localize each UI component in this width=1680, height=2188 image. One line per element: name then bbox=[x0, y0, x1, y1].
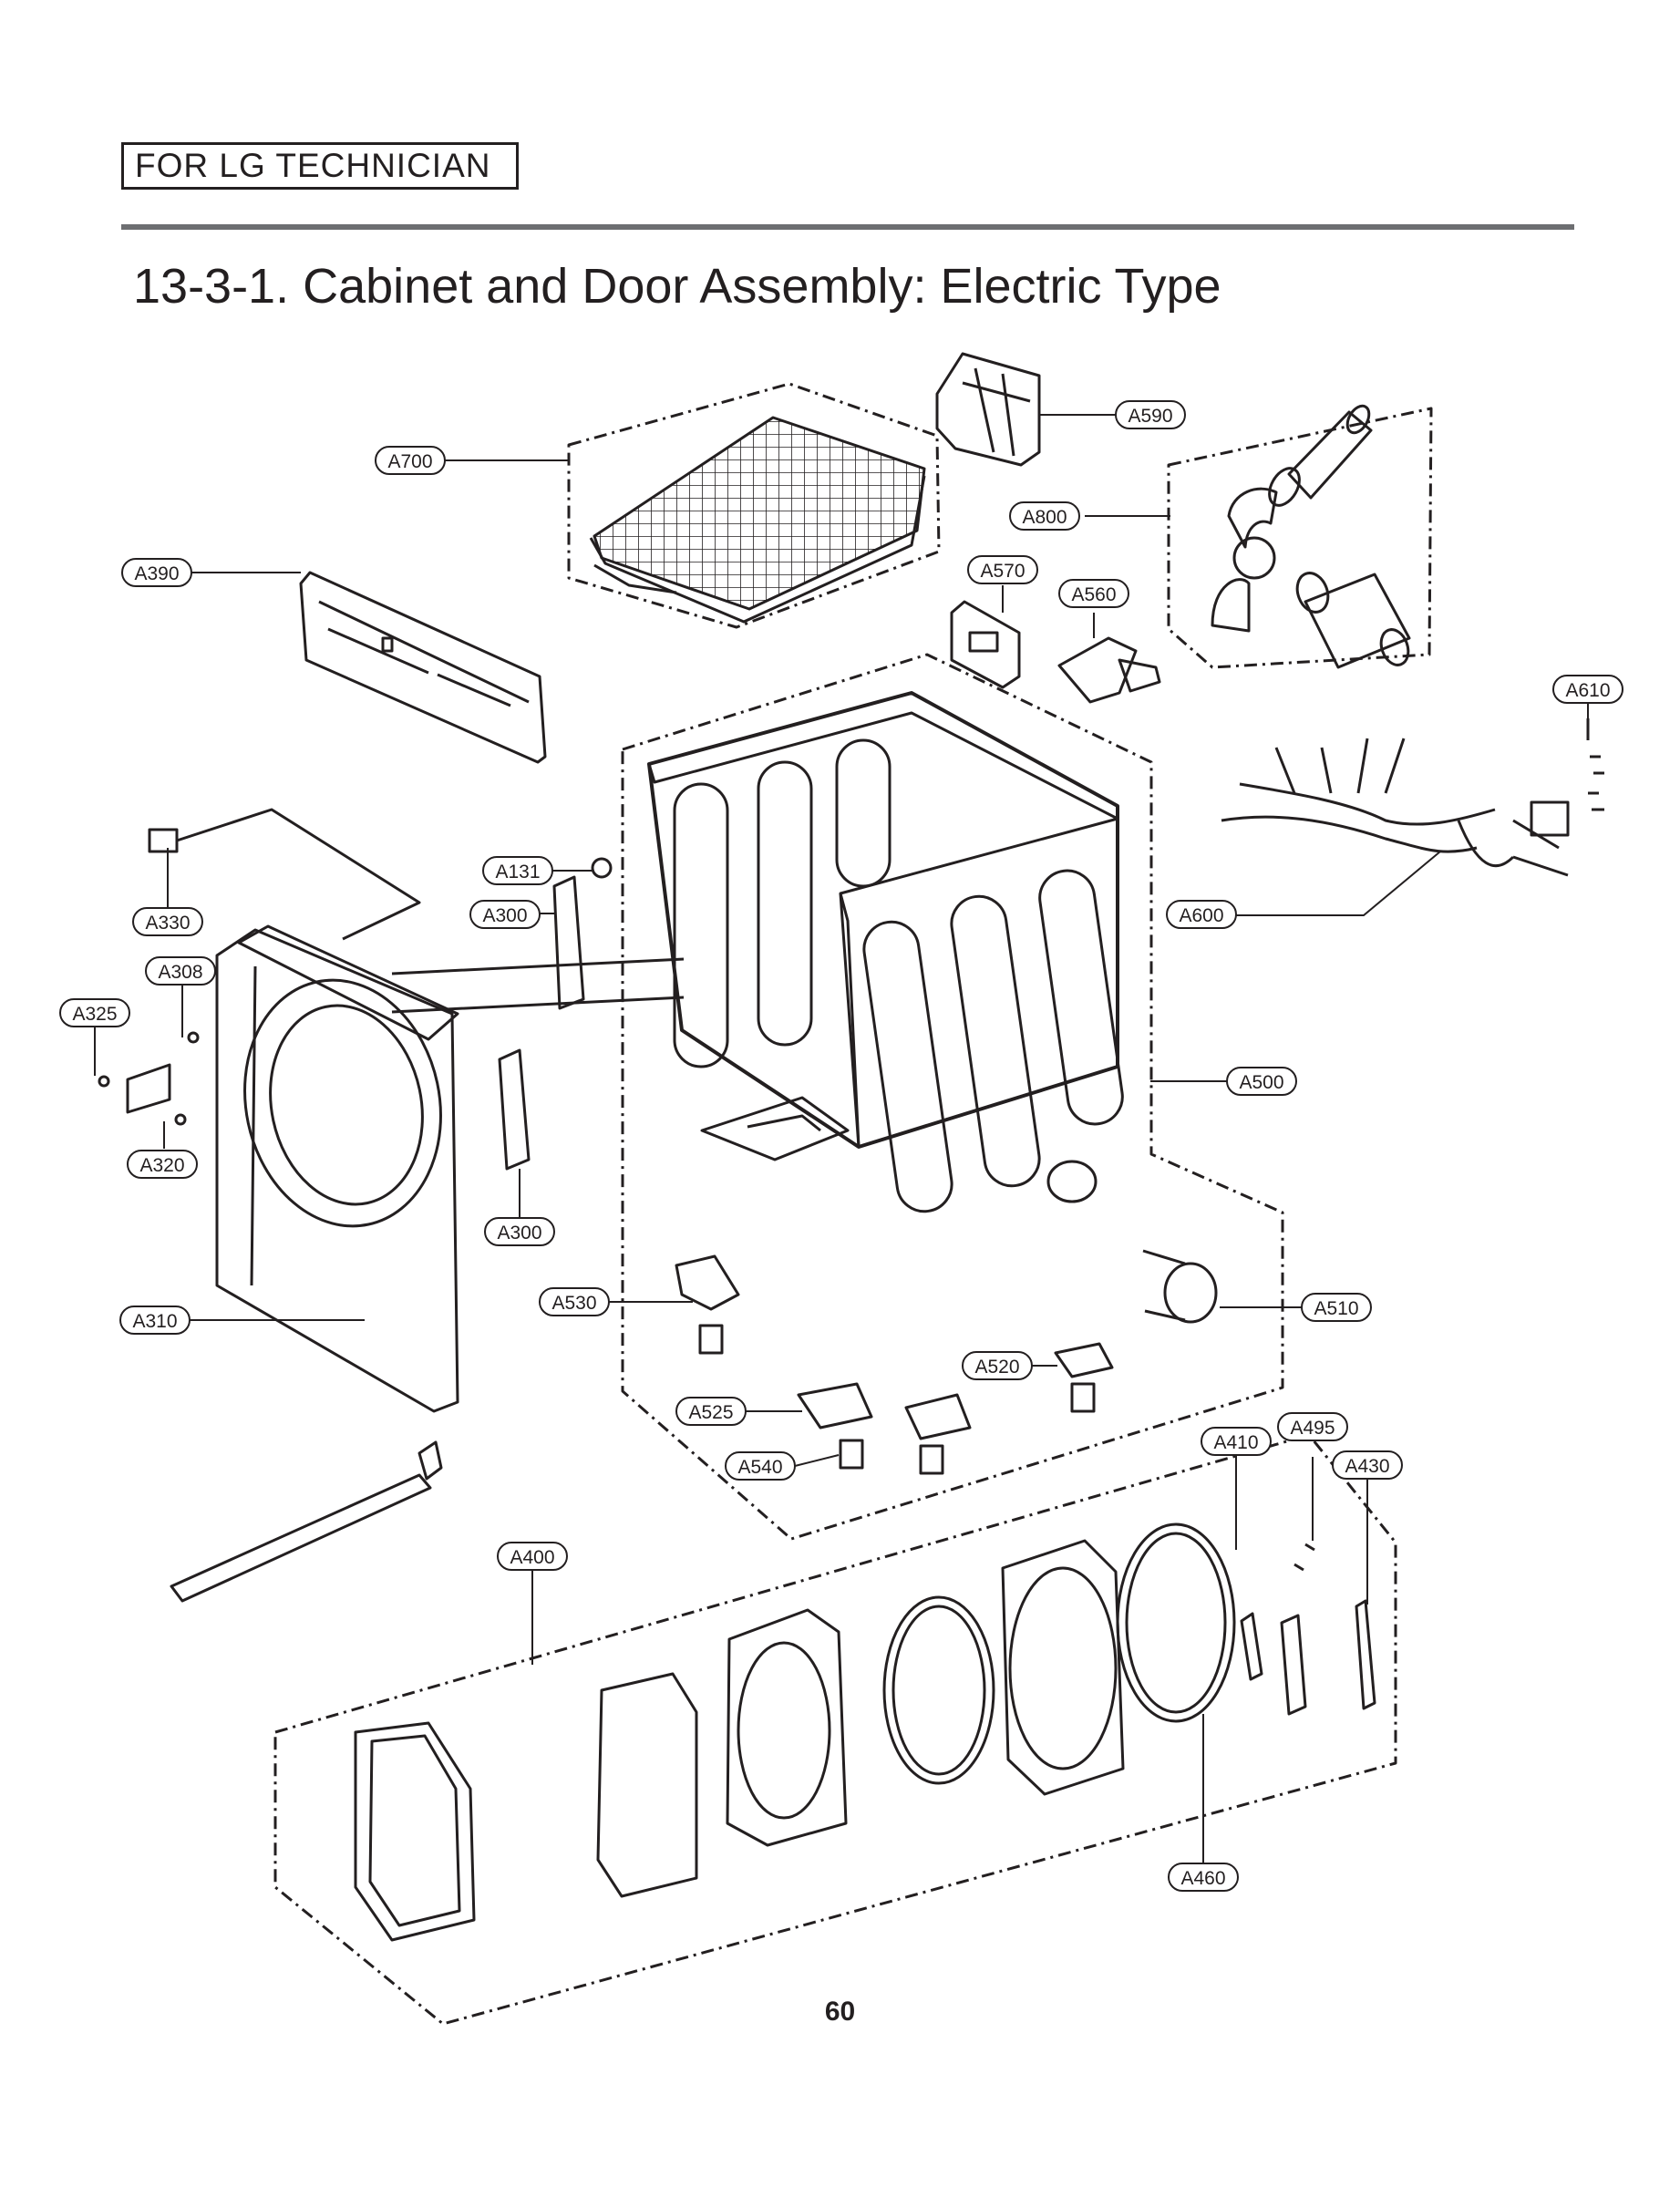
callout-a610-text: A610 bbox=[1565, 680, 1610, 701]
callout-a390-text: A390 bbox=[134, 563, 179, 584]
left-small-parts bbox=[98, 808, 685, 1126]
exhaust-duct-part bbox=[1211, 404, 1411, 669]
callout-a300-lower: A300 bbox=[484, 1217, 555, 1246]
callout-a500-text: A500 bbox=[1239, 1072, 1283, 1093]
callout-a590-text: A590 bbox=[1128, 406, 1172, 427]
cabinet-part bbox=[647, 691, 1124, 1213]
door-group-outline bbox=[273, 1433, 1397, 2026]
callout-a310-text: A310 bbox=[132, 1311, 177, 1332]
small-bracket-a570-part bbox=[950, 600, 1021, 689]
callout-a300-upper-text: A300 bbox=[482, 905, 527, 926]
callout-a560: A560 bbox=[1058, 579, 1129, 608]
callout-a510-text: A510 bbox=[1314, 1298, 1358, 1319]
callout-a460: A460 bbox=[1168, 1863, 1239, 1892]
page-number: 60 bbox=[824, 1997, 856, 2027]
page-title: 13-3-1. Cabinet and Door Assembly: Elect… bbox=[133, 259, 1221, 314]
header-rule bbox=[121, 224, 1574, 230]
callout-a570: A570 bbox=[967, 555, 1038, 584]
callout-a540-text: A540 bbox=[737, 1457, 782, 1478]
callout-a500: A500 bbox=[1226, 1067, 1297, 1096]
top-panel-part bbox=[589, 416, 926, 624]
wire-harness-part bbox=[1221, 738, 1570, 877]
callout-a570-text: A570 bbox=[980, 561, 1025, 582]
callout-a400-text: A400 bbox=[510, 1547, 554, 1568]
callout-a600: A600 bbox=[1166, 900, 1237, 929]
callout-labels: A590 A700 A800 A390 A570 A560 A610 A131 … bbox=[59, 400, 1623, 1892]
callout-a430: A430 bbox=[1332, 1450, 1403, 1480]
door-assembly-parts bbox=[354, 1522, 1376, 1942]
cabinet-group-outline bbox=[621, 653, 1284, 1541]
callout-a800-text: A800 bbox=[1022, 507, 1067, 528]
hinge-bracket-lower-part bbox=[498, 1048, 531, 1171]
callout-a320: A320 bbox=[127, 1150, 198, 1179]
callout-a300-lower-text: A300 bbox=[497, 1223, 541, 1244]
part-a131 bbox=[591, 857, 613, 879]
callout-a540: A540 bbox=[725, 1451, 796, 1481]
callout-a390: A390 bbox=[121, 558, 192, 587]
callout-a600-text: A600 bbox=[1179, 905, 1223, 926]
callout-a800: A800 bbox=[1009, 501, 1080, 531]
callout-a308: A308 bbox=[145, 956, 216, 986]
callout-a308-text: A308 bbox=[158, 962, 202, 983]
duct-group-outline bbox=[1167, 407, 1433, 669]
callout-a530: A530 bbox=[539, 1287, 610, 1316]
callout-a495: A495 bbox=[1277, 1412, 1348, 1441]
technician-header-text: FOR LG TECHNICIAN bbox=[135, 147, 491, 184]
callout-a510: A510 bbox=[1301, 1293, 1372, 1322]
callout-a495-text: A495 bbox=[1290, 1418, 1335, 1439]
callout-a330: A330 bbox=[132, 907, 203, 936]
callout-a700: A700 bbox=[375, 446, 446, 475]
callout-a310: A310 bbox=[119, 1306, 191, 1335]
callout-a460-text: A460 bbox=[1180, 1868, 1225, 1889]
callout-a525: A525 bbox=[675, 1397, 747, 1426]
callout-a520-text: A520 bbox=[974, 1357, 1019, 1378]
callout-a530-text: A530 bbox=[551, 1293, 596, 1314]
callout-a330-text: A330 bbox=[145, 913, 190, 934]
callout-a525-text: A525 bbox=[688, 1402, 733, 1423]
callout-a410: A410 bbox=[1201, 1427, 1272, 1456]
callout-a520: A520 bbox=[962, 1351, 1033, 1380]
callout-a560-text: A560 bbox=[1071, 584, 1116, 605]
callout-a131: A131 bbox=[482, 856, 553, 885]
callout-a590: A590 bbox=[1115, 400, 1186, 429]
callout-a300-upper: A300 bbox=[469, 900, 541, 929]
leveling-feet-and-brackets bbox=[675, 1249, 1218, 1475]
callout-a131-text: A131 bbox=[495, 862, 540, 882]
callout-a430-text: A430 bbox=[1345, 1456, 1389, 1477]
top-panel-group-outline bbox=[567, 382, 941, 629]
control-bracket-part bbox=[299, 571, 547, 764]
callout-a410-text: A410 bbox=[1213, 1432, 1258, 1453]
callout-a325: A325 bbox=[59, 998, 130, 1027]
hinge-bracket-upper-part bbox=[552, 875, 585, 1010]
technician-header-box: FOR LG TECHNICIAN bbox=[121, 142, 519, 190]
screws-a610-part bbox=[1586, 718, 1604, 811]
bracket-a590-part bbox=[935, 352, 1041, 467]
callout-a320-text: A320 bbox=[139, 1155, 184, 1176]
callout-a325-text: A325 bbox=[72, 1004, 117, 1025]
callout-a400: A400 bbox=[497, 1542, 568, 1571]
door-outer-frame bbox=[354, 1721, 476, 1942]
leader-lines bbox=[94, 414, 1589, 1863]
front-panel-part bbox=[215, 924, 459, 1413]
door-glass bbox=[596, 1672, 698, 1898]
door-hinge-bar-part bbox=[170, 1440, 443, 1603]
group-outlines bbox=[273, 382, 1433, 2026]
callout-a610: A610 bbox=[1552, 675, 1623, 704]
callout-a700-text: A700 bbox=[387, 451, 432, 472]
guide-a560-part bbox=[1057, 636, 1161, 704]
